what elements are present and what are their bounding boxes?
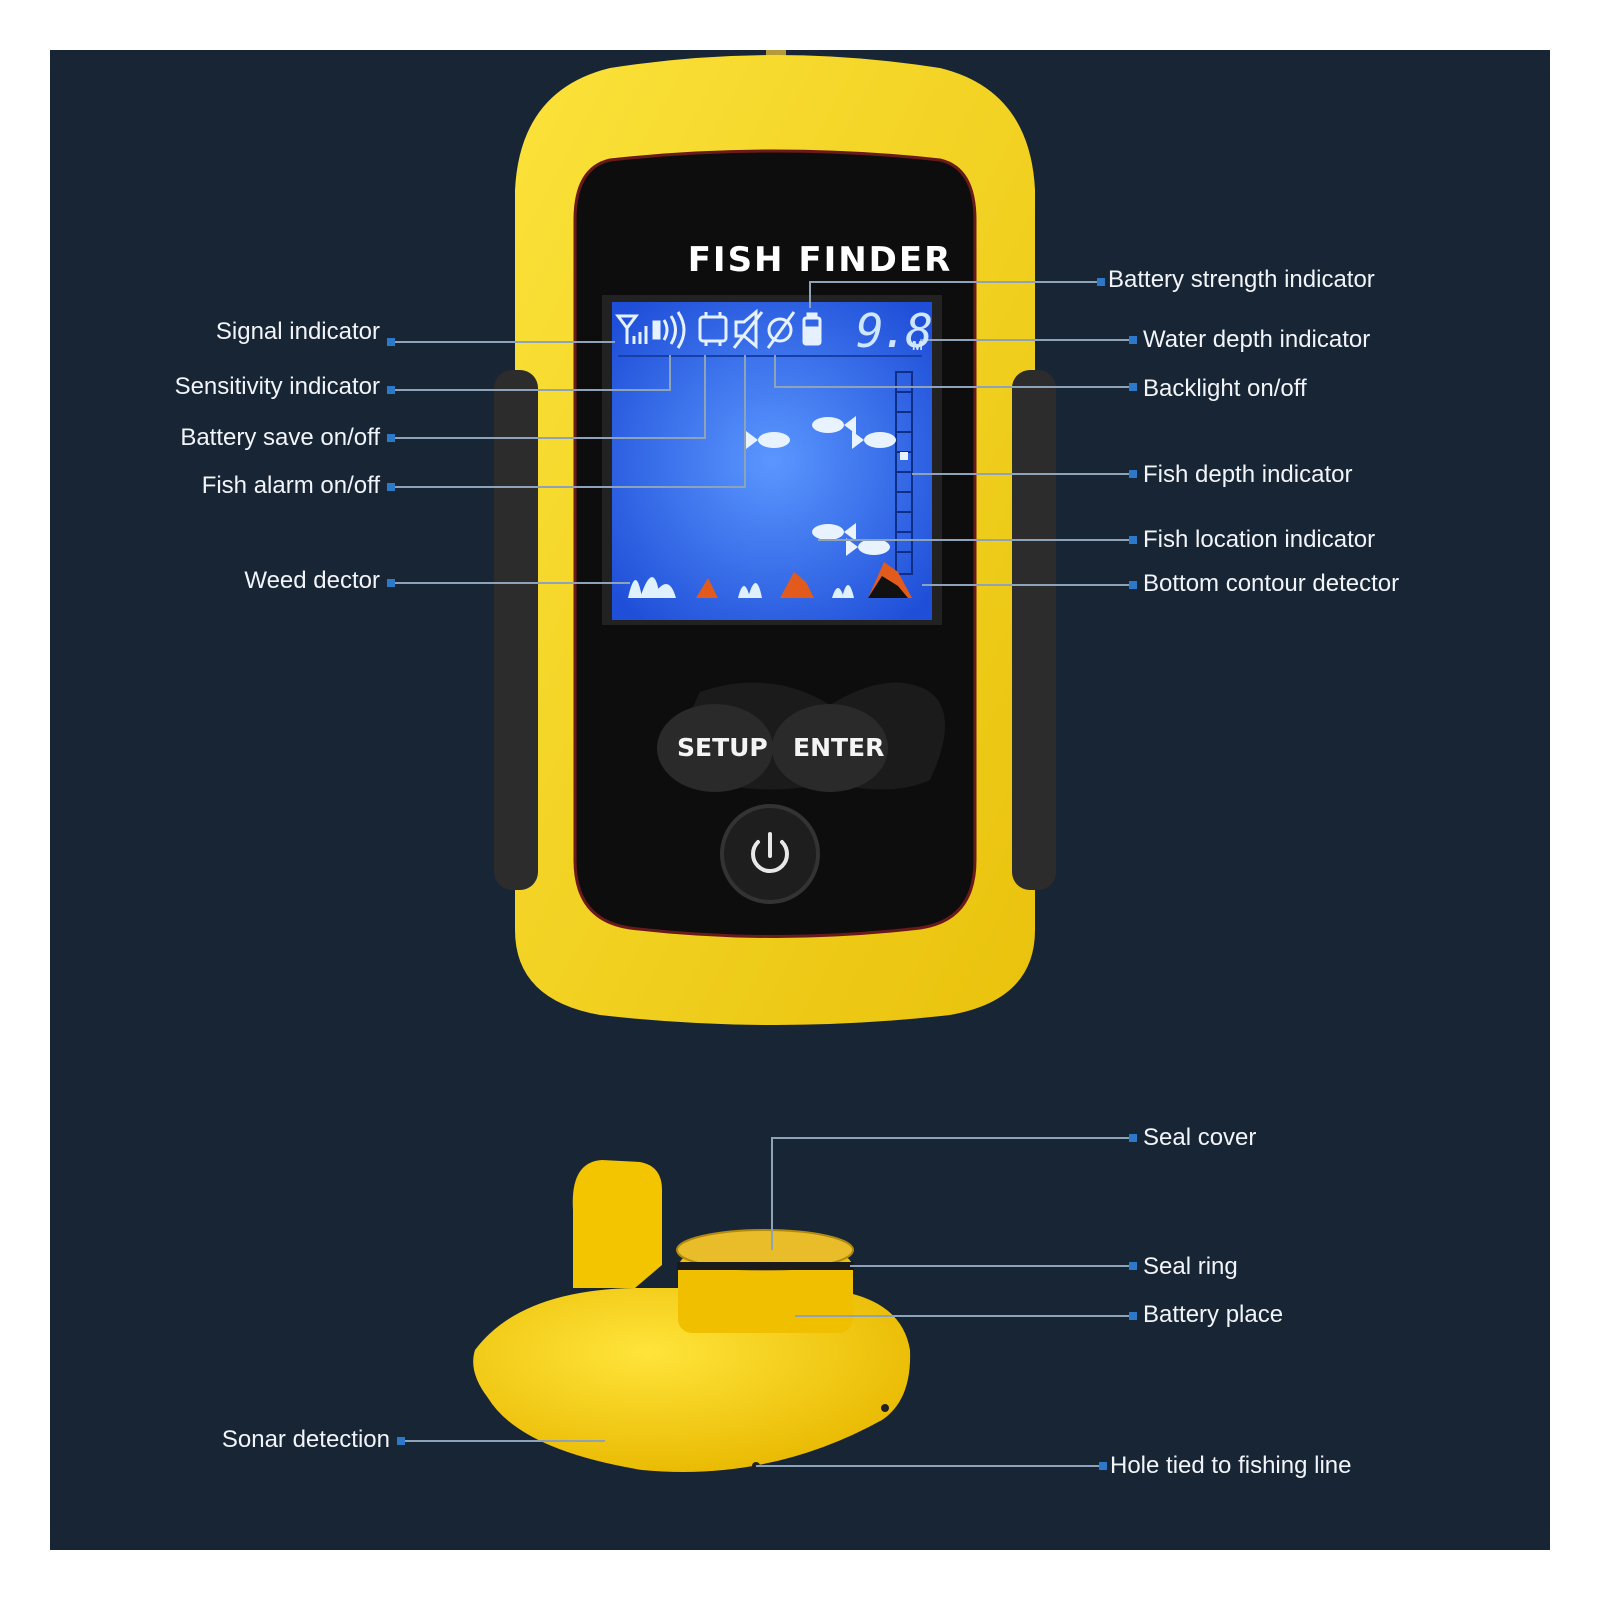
callout-fish-depth: Fish depth indicator (1143, 461, 1353, 488)
callout-weed-detector: Weed dector (244, 567, 380, 594)
marker (387, 483, 395, 491)
callout-bottom-contour: Bottom contour detector (1143, 570, 1400, 597)
callout-sensitivity-indicator: Sensitivity indicator (174, 373, 380, 400)
marker (387, 434, 395, 442)
fish-icon (812, 523, 856, 541)
backlight-icon (766, 311, 796, 349)
callout-fish-location: Fish location indicator (1143, 526, 1376, 553)
callout-water-depth: Water depth indicator (1143, 326, 1371, 353)
sensitivity-icon (652, 311, 686, 349)
callout-fish-alarm: Fish alarm on/off (201, 472, 380, 499)
diagram-panel: FISH FINDER 9.8 M SETUP ENTER Signal ind… (50, 50, 1550, 1550)
marker (1129, 470, 1137, 478)
marker (387, 386, 395, 394)
setup-button-label[interactable]: SETUP (677, 733, 768, 762)
callout-battery-save: Battery save on/off (180, 424, 380, 451)
signal-icon (615, 314, 648, 344)
callout-fishing-line-hole: Hole tied to fishing line (1110, 1452, 1352, 1479)
leader-backlight (774, 355, 1130, 388)
marker (397, 1437, 405, 1445)
marker (1129, 1134, 1137, 1142)
device-illustration (387, 50, 1137, 1472)
battery-compartment (678, 1255, 853, 1333)
sensor-body (473, 1288, 911, 1472)
callout-backlight: Backlight on/off (1143, 375, 1307, 402)
callout-signal-indicator: Signal indicator (215, 318, 380, 345)
marker (1099, 1462, 1107, 1470)
fish-icon (852, 431, 896, 449)
battery-save-icon (698, 312, 728, 346)
enter-button-label[interactable]: ENTER (793, 733, 885, 762)
callout-battery-place: Battery place (1143, 1301, 1284, 1328)
device-title: FISH FINDER (687, 240, 953, 280)
left-grip (494, 370, 538, 890)
marker (1129, 1262, 1137, 1270)
leader-battery-strength (809, 281, 1098, 308)
sensor-antenna (572, 1160, 662, 1288)
marker (1129, 581, 1137, 589)
battery-icon (802, 312, 822, 346)
enter-button (772, 704, 888, 792)
weed-icon (628, 577, 854, 598)
leader-fish-alarm (395, 355, 746, 488)
bottom-contour-icon (696, 562, 912, 598)
marker (1129, 336, 1137, 344)
leader-sensitivity (395, 355, 671, 391)
marker (387, 338, 395, 346)
seal-ring (677, 1262, 854, 1270)
marker (1129, 1312, 1137, 1320)
fish-icon (846, 538, 890, 556)
marker (1097, 278, 1105, 286)
callout-sonar-detection: Sonar detection (221, 1426, 390, 1453)
fish-icon (812, 416, 856, 434)
fish-icon (746, 431, 790, 449)
line-hole (881, 1404, 889, 1412)
marker (1129, 383, 1137, 391)
water-depth-readout: 9.8 (856, 304, 933, 358)
marker (387, 579, 395, 587)
callout-seal-cover: Seal cover (1143, 1124, 1257, 1151)
leader-seal-cover (771, 1137, 1130, 1250)
power-icon (751, 832, 789, 874)
callout-battery-strength: Battery strength indicator (1108, 266, 1375, 293)
fish-alarm-icon (732, 308, 764, 350)
right-grip (1012, 370, 1056, 890)
setup-button (657, 704, 773, 792)
marker (1129, 536, 1137, 544)
callout-seal-ring: Seal ring (1143, 1253, 1238, 1280)
water-depth-unit: M (912, 338, 923, 353)
leader-battery-save (395, 355, 706, 439)
fish-depth-marker (900, 452, 908, 460)
